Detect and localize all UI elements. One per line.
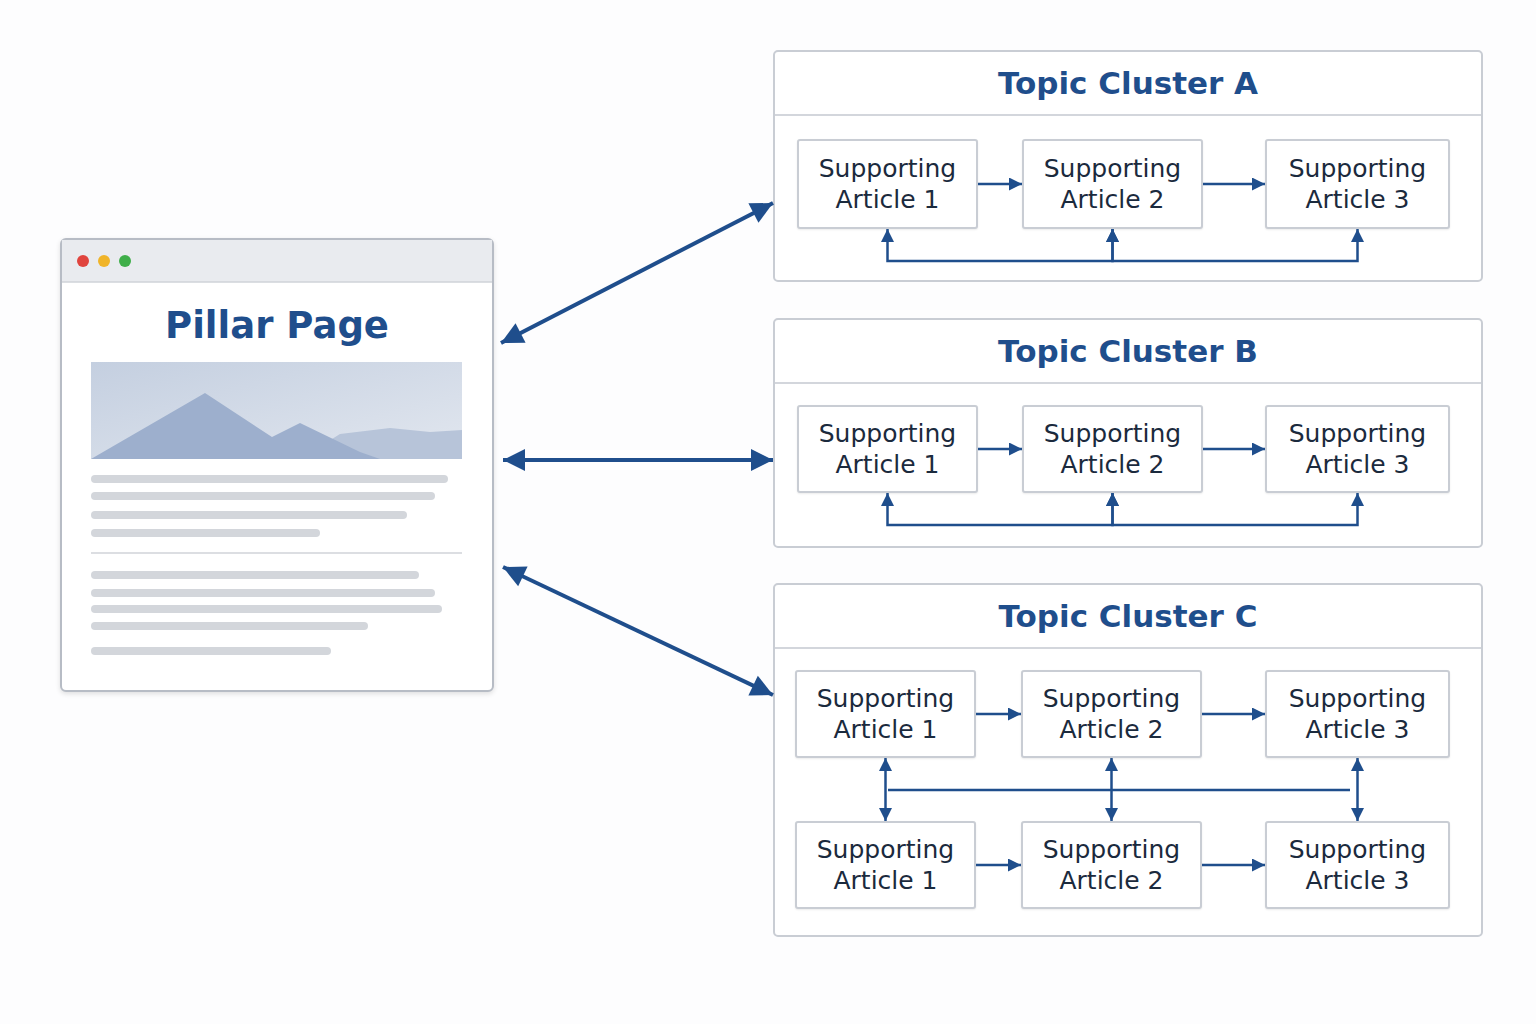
cluster-title: Topic Cluster A xyxy=(775,52,1481,116)
topic-cluster: Topic Cluster A Supporting Article 1 Suppo… xyxy=(773,50,1483,282)
article-box: Supporting Article 3 xyxy=(1265,405,1450,493)
article-label: Supporting Article 2 xyxy=(1024,153,1201,215)
topic-cluster: Topic Cluster C Supporting Article 1 Suppo… xyxy=(773,583,1483,937)
topic-cluster: Topic Cluster B Supporting Article 1 Suppo… xyxy=(773,318,1483,548)
article-label: Supporting Article 2 xyxy=(1023,683,1200,745)
article-label: Supporting Article 3 xyxy=(1267,418,1448,480)
article-label: Supporting Article 3 xyxy=(1267,834,1448,896)
cluster-title: Topic Cluster C xyxy=(775,585,1481,649)
article-label: Supporting Article 2 xyxy=(1024,418,1201,480)
article-label: Supporting Article 2 xyxy=(1023,834,1200,896)
article-box: Supporting Article 3 xyxy=(1265,670,1450,758)
article-box: Supporting Article 3 xyxy=(1265,821,1450,909)
link-arrow xyxy=(503,567,773,695)
article-label: Supporting Article 3 xyxy=(1267,683,1448,745)
article-box: Supporting Article 3 xyxy=(1265,139,1450,229)
article-label: Supporting Article 1 xyxy=(797,834,974,896)
article-box: Supporting Article 2 xyxy=(1022,139,1203,229)
article-box: Supporting Article 1 xyxy=(795,821,976,909)
link-arrow xyxy=(501,203,773,343)
article-box: Supporting Article 1 xyxy=(797,139,978,229)
article-box: Supporting Article 1 xyxy=(795,670,976,758)
article-box: Supporting Article 2 xyxy=(1021,670,1202,758)
article-label: Supporting Article 3 xyxy=(1267,153,1448,215)
article-box: Supporting Article 1 xyxy=(797,405,978,493)
article-label: Supporting Article 1 xyxy=(797,683,974,745)
article-box: Supporting Article 2 xyxy=(1021,821,1202,909)
link-arrow xyxy=(503,458,773,462)
pillar-page: Pillar Page xyxy=(60,238,494,692)
article-box: Supporting Article 2 xyxy=(1022,405,1203,493)
article-label: Supporting Article 1 xyxy=(799,418,976,480)
article-label: Supporting Article 1 xyxy=(799,153,976,215)
page-title: Pillar Page xyxy=(62,300,492,352)
cluster-title: Topic Cluster B xyxy=(775,320,1481,384)
